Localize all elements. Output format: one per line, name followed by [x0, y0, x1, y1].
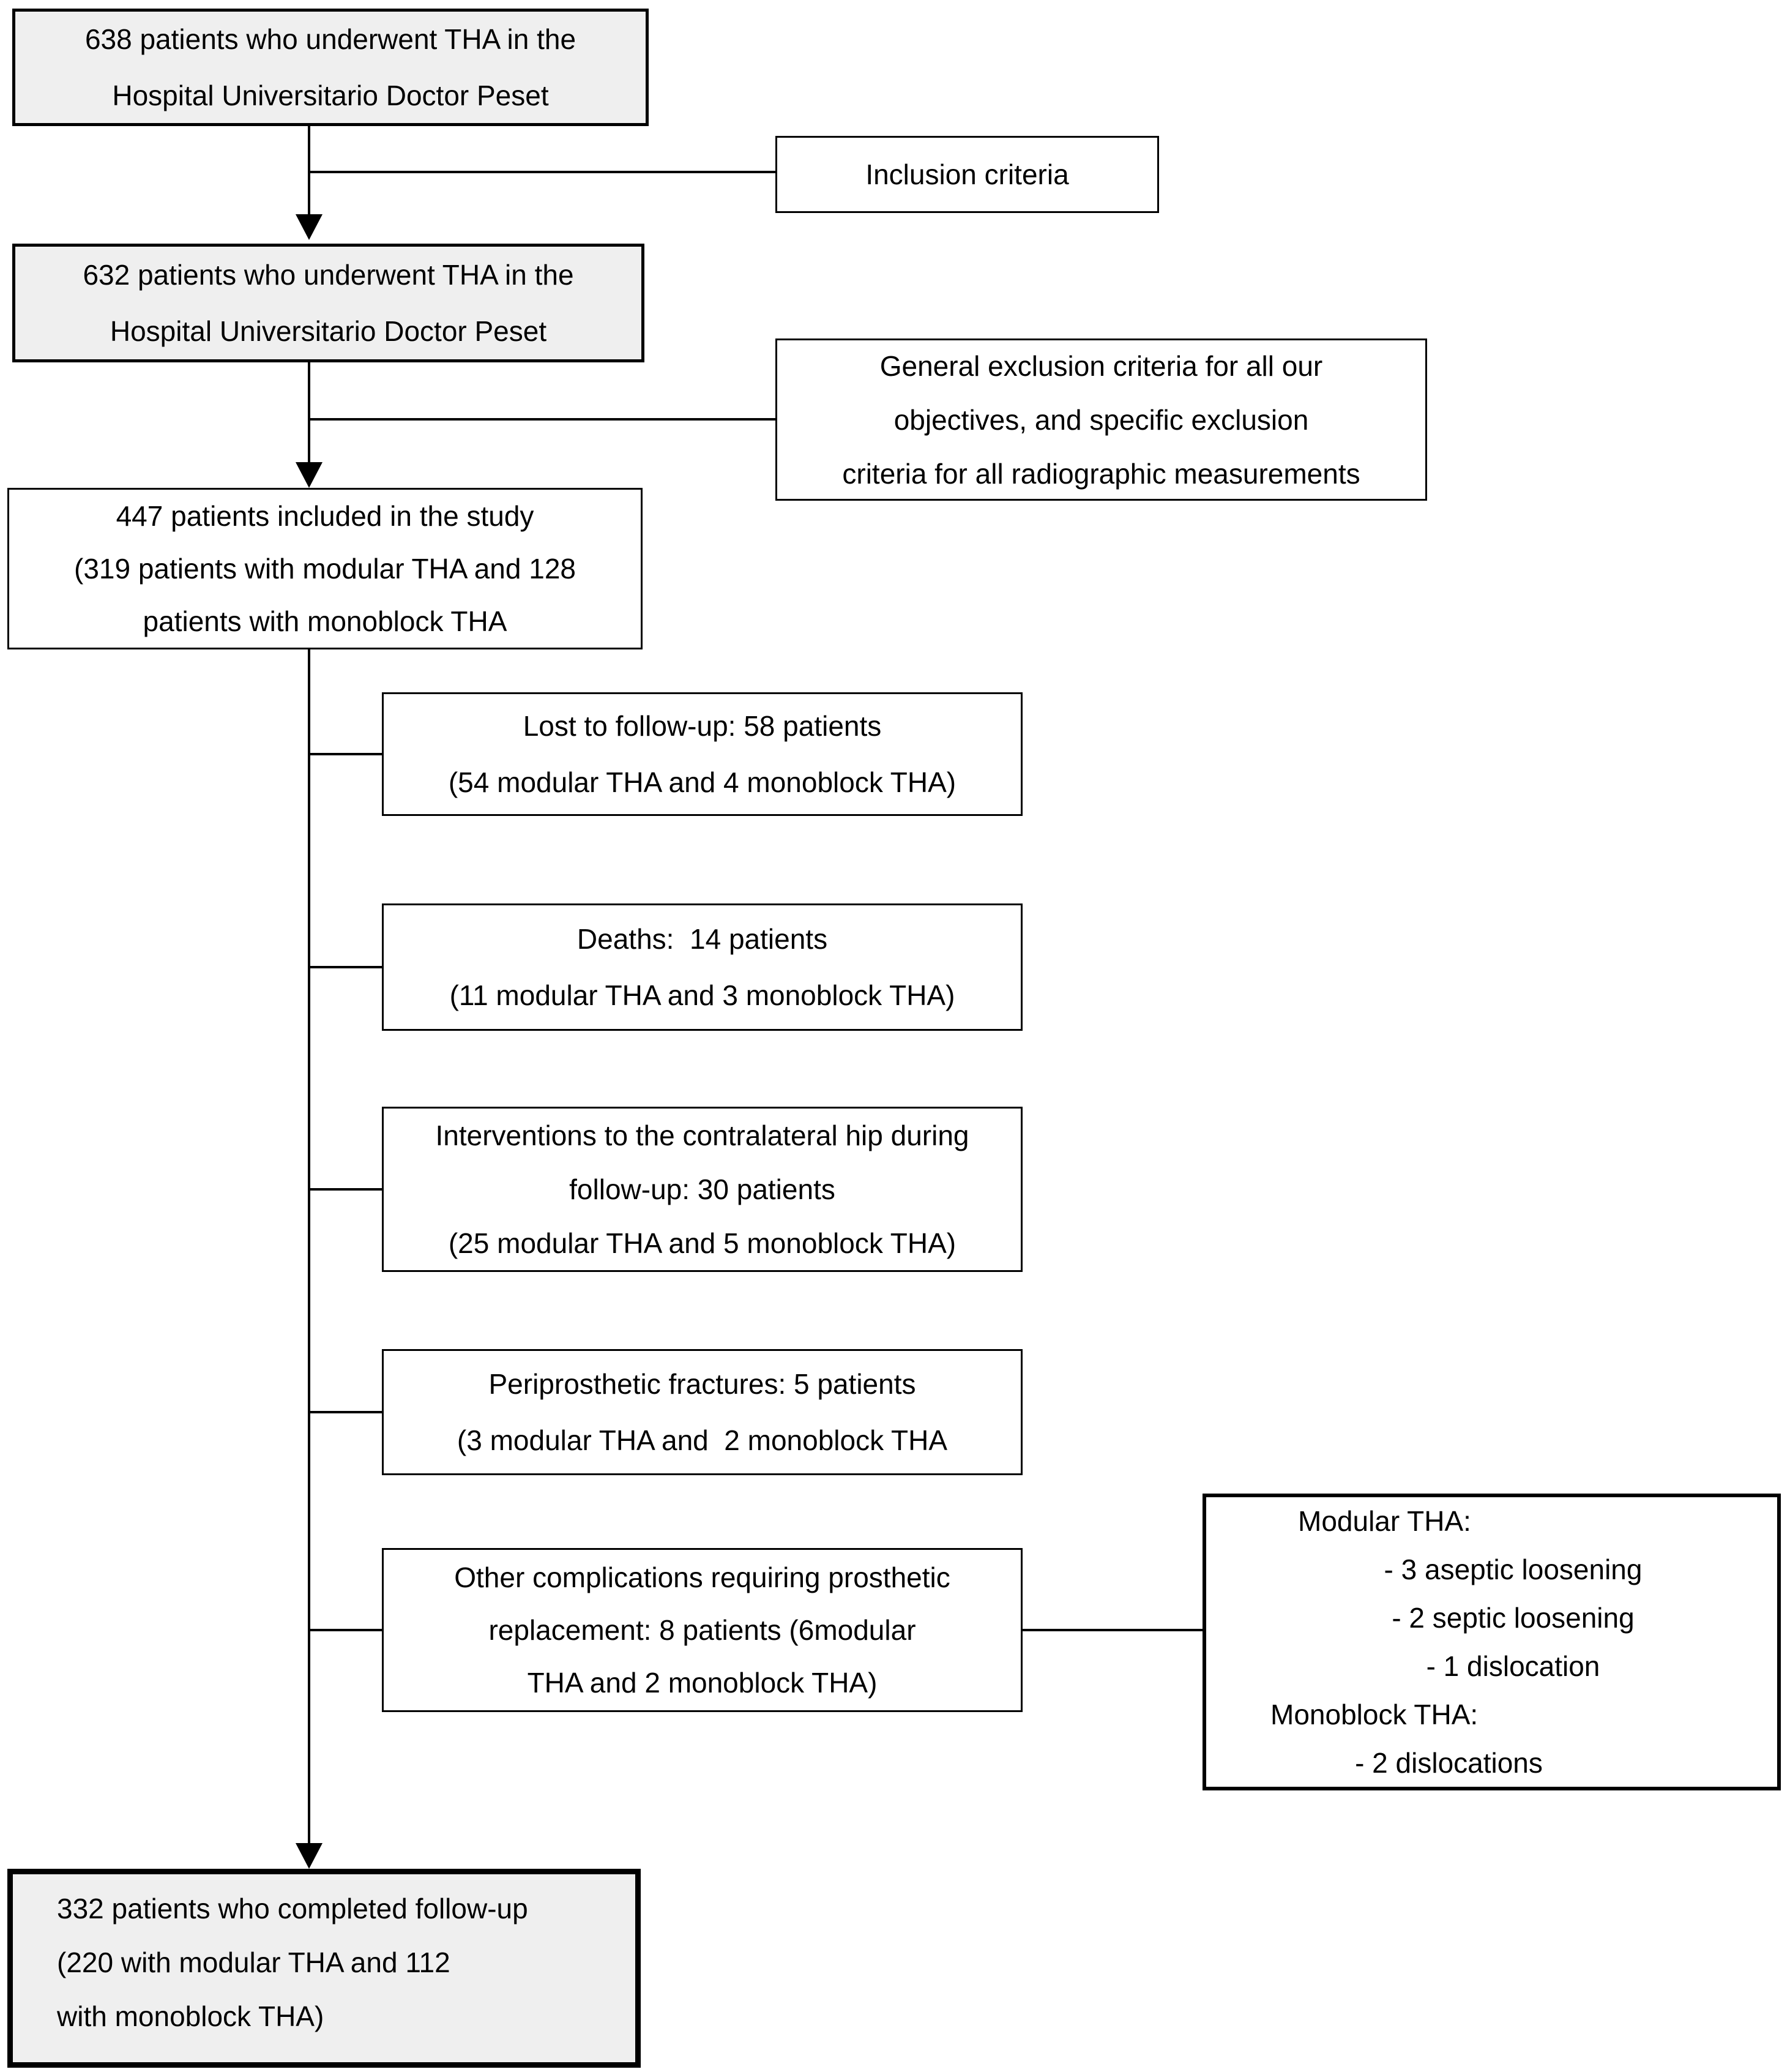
box-line: Other complications requiring prosthetic	[454, 1561, 950, 1593]
box-332-completed: 332 patients who completed follow-up (22…	[7, 1869, 641, 2068]
box-line: Hospital Universitario Doctor Peset	[112, 80, 549, 111]
box-line: Monoblock THA:	[1270, 1698, 1479, 1730]
arrowhead-into-632	[296, 214, 323, 240]
box-line: with monoblock THA)	[57, 2000, 324, 2032]
box-line: (25 modular THA and 5 monoblock THA)	[448, 1227, 957, 1259]
box-complication-detail: Modular THA: - 3 aseptic loosening - 2 s…	[1203, 1494, 1781, 1790]
box-638-patients: 638 patients who underwent THA in the Ho…	[12, 9, 649, 126]
box-line: 632 patients who underwent THA in the	[83, 259, 574, 291]
arrowhead-into-332	[296, 1843, 323, 1869]
box-other-complications: Other complications requiring prosthetic…	[382, 1548, 1023, 1712]
box-periprosthetic-fractures: Periprosthetic fractures: 5 patients (3 …	[382, 1349, 1023, 1475]
box-line: (11 modular THA and 3 monoblock THA)	[449, 979, 955, 1011]
box-line: - 1 dislocation	[1426, 1650, 1600, 1682]
box-line: 638 patients who underwent THA in the	[84, 23, 576, 55]
box-632-patients: 632 patients who underwent THA in the Ho…	[12, 244, 644, 362]
arrowhead-into-447	[296, 462, 323, 488]
box-line: Hospital Universitario Doctor Peset	[110, 315, 547, 347]
box-line: (3 modular THA and 2 monoblock THA	[457, 1424, 948, 1456]
box-line: General exclusion criteria for all our	[879, 350, 1323, 382]
box-line: Inclusion criteria	[865, 159, 1069, 190]
box-line: Modular THA:	[1298, 1505, 1471, 1537]
box-line: objectives, and specific exclusion	[893, 403, 1309, 436]
box-inclusion-criteria: Inclusion criteria	[775, 136, 1159, 213]
box-line: follow-up: 30 patients	[569, 1173, 835, 1205]
box-line: Lost to follow-up: 58 patients	[523, 710, 882, 742]
box-line: 332 patients who completed follow-up	[57, 1892, 528, 1924]
box-line: Interventions to the contralateral hip d…	[435, 1120, 969, 1151]
box-line: (319 patients with modular THA and 128	[74, 553, 576, 585]
box-line: - 3 aseptic loosening	[1384, 1553, 1643, 1585]
box-contralateral-interventions: Interventions to the contralateral hip d…	[382, 1107, 1023, 1272]
box-line: THA and 2 monoblock THA)	[527, 1667, 878, 1699]
box-line: Deaths: 14 patients	[576, 923, 828, 955]
box-line: criteria for all radiographic measuremen…	[842, 457, 1360, 490]
box-line: - 2 dislocations	[1355, 1746, 1543, 1779]
box-line: Periprosthetic fractures: 5 patients	[488, 1368, 916, 1400]
box-447-included: 447 patients included in the study (319 …	[7, 488, 643, 649]
box-line: 447 patients included in the study	[116, 500, 534, 532]
box-line: patients with monoblock THA	[143, 605, 507, 637]
box-general-exclusion-criteria: General exclusion criteria for all our o…	[775, 338, 1427, 501]
box-line: - 2 septic loosening	[1392, 1601, 1635, 1634]
box-deaths: Deaths: 14 patients (11 modular THA and …	[382, 903, 1023, 1031]
box-line: replacement: 8 patients (6modular	[488, 1614, 916, 1646]
box-line: (54 modular THA and 4 monoblock THA)	[448, 766, 957, 798]
box-line: (220 with modular THA and 112	[57, 1946, 450, 1978]
box-lost-to-follow-up: Lost to follow-up: 58 patients (54 modul…	[382, 692, 1023, 816]
